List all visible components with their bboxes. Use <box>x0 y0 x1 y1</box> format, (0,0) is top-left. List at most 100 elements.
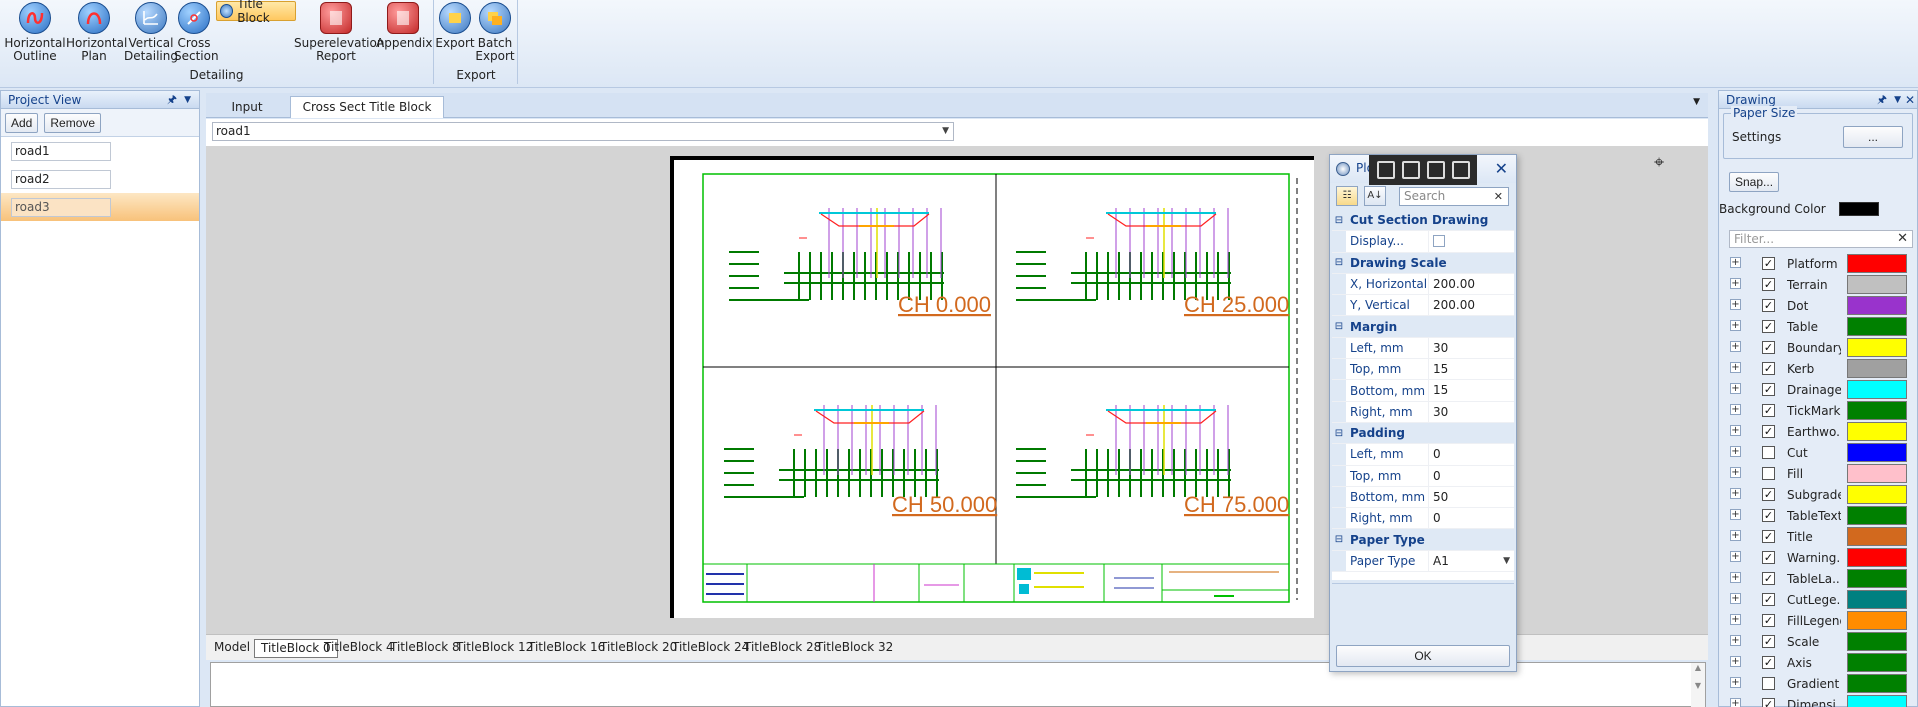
layer-color-swatch[interactable] <box>1847 401 1907 420</box>
property-value[interactable]: 15 <box>1433 362 1449 377</box>
layer-filter-input[interactable]: Filter... ✕ <box>1729 230 1913 248</box>
collapse-icon[interactable]: ⊟ <box>1334 214 1344 226</box>
clear-icon[interactable]: ✕ <box>1897 231 1908 246</box>
property-value[interactable]: 200.00 <box>1433 298 1475 313</box>
layer-visibility-checkbox[interactable]: ✓ <box>1762 341 1775 354</box>
property-category[interactable]: ⊟Padding <box>1332 422 1514 445</box>
pin-icon[interactable]: 🖈 <box>1876 93 1887 106</box>
property-checkbox[interactable] <box>1433 235 1445 248</box>
road-name[interactable]: road3 <box>11 198 111 217</box>
layer-visibility-checkbox[interactable]: ✓ <box>1762 362 1775 375</box>
expand-icon[interactable]: + <box>1730 383 1741 394</box>
layer-visibility-checkbox[interactable] <box>1762 446 1775 459</box>
expand-icon[interactable]: + <box>1730 698 1741 707</box>
road-name[interactable]: road2 <box>11 170 111 189</box>
fit-icon[interactable] <box>1426 161 1445 179</box>
property-value-cell[interactable]: 15 <box>1428 359 1514 380</box>
layer-color-swatch[interactable] <box>1847 611 1907 630</box>
layer-row[interactable]: +✓CutLege... <box>1729 589 1918 610</box>
layer-row[interactable]: +✓Kerb <box>1729 358 1918 379</box>
alphabetical-icon[interactable]: A↓ <box>1364 186 1386 206</box>
layer-row[interactable]: +✓Dot <box>1729 295 1918 316</box>
batch-export-button[interactable]: Batch Export <box>473 2 517 63</box>
horizontal-plan-button[interactable]: Horizontal Plan <box>66 2 127 63</box>
property-value[interactable]: 0 <box>1433 468 1441 483</box>
property-value-cell[interactable]: 50 <box>1428 486 1514 508</box>
layer-color-swatch[interactable] <box>1847 590 1907 609</box>
property-value[interactable]: 15 <box>1433 383 1449 398</box>
layer-color-swatch[interactable] <box>1847 254 1907 273</box>
layer-visibility-checkbox[interactable]: ✓ <box>1762 656 1775 669</box>
expand-icon[interactable]: + <box>1730 467 1741 478</box>
expand-icon[interactable]: + <box>1730 551 1741 562</box>
horizontal-outline-button[interactable]: Horizontal Outline <box>4 2 66 63</box>
layout-tab[interactable]: TitleBlock 32 <box>816 640 894 654</box>
property-category[interactable]: ⊟Margin <box>1332 316 1514 338</box>
layer-row[interactable]: +✓Platform <box>1729 253 1918 274</box>
expand-icon[interactable]: + <box>1730 341 1741 352</box>
property-category[interactable]: ⊟Paper Type <box>1332 529 1514 551</box>
expand-icon[interactable]: + <box>1730 614 1741 625</box>
layer-visibility-checkbox[interactable]: ✓ <box>1762 383 1775 396</box>
layer-row[interactable]: +✓TickMark <box>1729 400 1918 421</box>
superelevation-report-button[interactable]: Superelevation Report <box>294 2 384 63</box>
layer-visibility-checkbox[interactable]: ✓ <box>1762 425 1775 438</box>
property-value[interactable]: 200.00 <box>1433 276 1475 291</box>
expand-icon[interactable]: + <box>1730 530 1741 541</box>
layer-row[interactable]: +Gradient <box>1729 673 1918 694</box>
layer-row[interactable]: +✓Earthwo... <box>1729 421 1918 442</box>
layer-visibility-checkbox[interactable]: ✓ <box>1762 488 1775 501</box>
present-icon[interactable] <box>1451 161 1470 179</box>
layer-row[interactable]: +✓Boundary <box>1729 337 1918 358</box>
layer-row[interactable]: +Cut <box>1729 442 1918 463</box>
layer-visibility-checkbox[interactable]: ✓ <box>1762 257 1775 270</box>
layer-color-swatch[interactable] <box>1847 506 1907 525</box>
close-icon[interactable]: ✕ <box>1494 159 1508 178</box>
road-select[interactable]: road1 ▼ <box>212 122 954 141</box>
property-value[interactable]: A1 <box>1433 553 1449 568</box>
property-value[interactable]: 0 <box>1433 511 1441 526</box>
property-value-cell[interactable]: 0 <box>1428 465 1514 486</box>
layer-color-swatch[interactable] <box>1847 443 1907 462</box>
layer-visibility-checkbox[interactable]: ✓ <box>1762 278 1775 291</box>
clear-icon[interactable]: ✕ <box>1493 190 1503 203</box>
cross-section-button[interactable]: Cross Section <box>174 2 219 63</box>
expand-icon[interactable]: + <box>1730 677 1741 688</box>
layer-visibility-checkbox[interactable]: ✓ <box>1762 530 1775 543</box>
tab-cross-sect-title-block[interactable]: Cross Sect Title Block <box>290 96 444 118</box>
property-value-cell[interactable]: 0 <box>1428 508 1514 529</box>
layer-color-swatch[interactable] <box>1847 338 1907 357</box>
layer-row[interactable]: +✓Axis <box>1729 652 1918 673</box>
layer-row[interactable]: +✓Drainage <box>1729 379 1918 400</box>
layout-tab[interactable]: TitleBlock 28 <box>744 640 822 654</box>
expand-icon[interactable]: + <box>1730 278 1741 289</box>
layer-color-swatch[interactable] <box>1847 548 1907 567</box>
vertical-detailing-button[interactable]: Vertical Detailing <box>122 2 180 63</box>
layer-row[interactable]: +✓Dimensi... <box>1729 694 1918 707</box>
remove-road-button[interactable]: Remove <box>44 113 102 133</box>
layer-color-swatch[interactable] <box>1847 695 1907 707</box>
chevron-down-icon[interactable]: ▼ <box>184 95 191 105</box>
layer-row[interactable]: +✓Title <box>1729 526 1918 547</box>
scrollbar[interactable]: ▲▼ <box>1691 663 1705 707</box>
layout-tab[interactable]: TitleBlock 24 <box>672 640 750 654</box>
layer-color-swatch[interactable] <box>1847 569 1907 588</box>
layer-visibility-checkbox[interactable]: ✓ <box>1762 299 1775 312</box>
layout-tab[interactable]: TitleBlock 16 <box>528 640 606 654</box>
layer-visibility-checkbox[interactable]: ✓ <box>1762 509 1775 522</box>
layer-row[interactable]: +✓Scale <box>1729 631 1918 652</box>
layout-tab[interactable]: Model <box>214 640 251 654</box>
layer-visibility-checkbox[interactable]: ✓ <box>1762 404 1775 417</box>
collapse-icon[interactable]: ⊟ <box>1334 427 1344 439</box>
road-item[interactable]: road1 <box>1 137 199 165</box>
layer-color-swatch[interactable] <box>1847 422 1907 441</box>
expand-icon[interactable]: + <box>1730 362 1741 373</box>
property-value[interactable]: 30 <box>1433 340 1449 355</box>
expand-icon[interactable]: + <box>1730 488 1741 499</box>
layer-row[interactable]: +✓TableLa... <box>1729 568 1918 589</box>
